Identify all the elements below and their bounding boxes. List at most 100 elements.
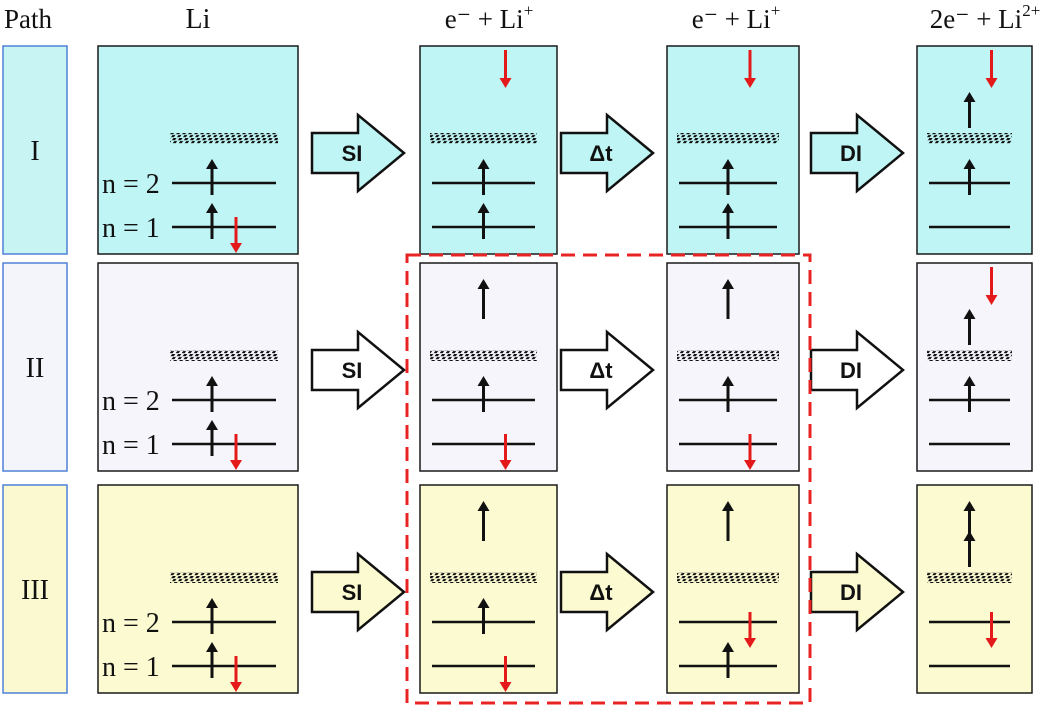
highlight-box — [405, 253, 812, 705]
transition-arrow-shape — [310, 329, 406, 411]
electron-up-arrow-n1-head — [206, 642, 218, 652]
path-label-frame — [2, 484, 68, 694]
free-electron-down-arrow-head — [744, 78, 756, 88]
continuum-band — [430, 572, 537, 583]
continuum-band — [170, 350, 278, 361]
state-box-frame — [916, 484, 1033, 694]
transition-arrow-2: Δt — [559, 112, 655, 194]
state-box-frame — [419, 45, 558, 255]
electron-down-arrow-n1 — [230, 656, 242, 692]
electron-up-arrow-n2 — [477, 376, 490, 412]
state-box-frame — [666, 45, 800, 255]
electron-down-arrow-n1-head — [230, 682, 242, 692]
electron-up-arrow-n1 — [477, 203, 490, 239]
free-electron-up-arrow — [477, 501, 490, 541]
state-box-frame — [666, 262, 800, 472]
electron-down-arrow-n2 — [744, 612, 756, 648]
electron-up-arrow-n1 — [206, 642, 218, 678]
path-label: II — [26, 353, 45, 384]
transition-label: Δt — [589, 580, 613, 605]
electron-down-arrow-n1 — [499, 656, 512, 692]
electron-up-arrow-n2-head — [477, 376, 490, 386]
free-electron-down-arrow-head — [985, 78, 998, 88]
transition-arrow-1: SI — [310, 329, 406, 411]
header-col-4-sup: 2+ — [1022, 1, 1040, 20]
electron-down-arrow-n1 — [744, 434, 756, 470]
continuum-band — [927, 572, 1012, 583]
level-label-n2: n = 2 — [102, 169, 160, 200]
continuum-band — [677, 572, 779, 583]
electron-up-arrow-n2 — [206, 376, 218, 412]
header-col-2-sup: + — [524, 1, 534, 20]
transition-arrow-shape — [310, 112, 406, 194]
free-electron-down-arrow-head — [985, 295, 998, 305]
electron-down-arrow-n2 — [985, 612, 998, 648]
state-box-col-1: n = 2n = 1 — [97, 484, 299, 694]
path-label-box: II — [2, 262, 68, 472]
header-col-3: e⁻ + Li+ — [692, 1, 781, 34]
free-electron-up-arrow-head — [963, 309, 976, 319]
state-box-col-2 — [419, 45, 558, 255]
free-electron-down-arrow — [985, 50, 998, 88]
header-col-2-base: e⁻ + Li — [445, 4, 524, 34]
transition-arrow-shape — [809, 329, 905, 411]
header-col-4-base: 2e⁻ + Li — [930, 4, 1022, 34]
electron-up-arrow-n2 — [477, 159, 490, 195]
path-label: III — [21, 575, 49, 606]
electron-down-arrow-n1 — [230, 217, 242, 253]
state-box-col-1: n = 2n = 1 — [97, 45, 299, 255]
transition-arrow-3: DI — [809, 112, 905, 194]
transition-label: DI — [840, 141, 862, 166]
transition-arrow-2: Δt — [559, 551, 655, 633]
electron-up-arrow-n2 — [963, 376, 976, 412]
electron-up-arrow-n2 — [963, 159, 976, 195]
electron-up-arrow-n2 — [722, 376, 734, 412]
electron-up-arrow-n1-head — [477, 203, 490, 213]
transition-arrow-3: DI — [809, 329, 905, 411]
electron-down-arrow-n1 — [230, 434, 242, 470]
electron-up-arrow-n2-head — [206, 376, 218, 386]
continuum-electron-up-arrow-head — [963, 531, 976, 541]
transition-label: SI — [342, 580, 363, 605]
continuum-band — [677, 133, 779, 144]
free-electron-up-arrow-head — [722, 279, 734, 289]
transition-label: DI — [840, 358, 862, 383]
free-electron-up-arrow-head — [477, 279, 490, 289]
state-box-col-3 — [666, 45, 800, 255]
continuum-band — [170, 572, 278, 583]
header-col-2: e⁻ + Li+ — [445, 1, 534, 34]
free-electron-down-arrow — [744, 50, 756, 88]
continuum-electron-up-arrow — [963, 531, 976, 567]
state-box-col-2 — [419, 484, 558, 694]
state-box-frame — [666, 484, 800, 694]
electron-down-arrow-n1-head — [230, 243, 242, 253]
state-box-col-4 — [916, 262, 1033, 472]
state-box-col-4 — [916, 484, 1033, 694]
transition-arrow-1: SI — [310, 112, 406, 194]
state-box-frame — [97, 262, 299, 472]
transition-arrow-3: DI — [809, 551, 905, 633]
header-col-4: 2e⁻ + Li2+ — [930, 1, 1041, 34]
continuum-band — [927, 350, 1012, 361]
electron-down-arrow-n1-head — [230, 460, 242, 470]
level-label-n1: n = 1 — [102, 652, 160, 683]
state-box-frame — [419, 262, 558, 472]
state-box-frame — [419, 484, 558, 694]
electron-up-arrow-n2-head — [722, 159, 734, 169]
transition-label: SI — [342, 358, 363, 383]
electron-down-arrow-n1 — [499, 434, 512, 470]
electron-down-arrow-n1-head — [744, 460, 756, 470]
electron-down-arrow-n1-head — [499, 460, 512, 470]
path-label-frame — [2, 45, 68, 255]
header-col-3-sup: + — [771, 1, 781, 20]
level-label-n2: n = 2 — [102, 386, 160, 417]
state-box-frame — [97, 45, 299, 255]
continuum-band — [430, 350, 537, 361]
free-electron-up-arrow — [477, 279, 490, 319]
transition-arrow-1: SI — [310, 551, 406, 633]
electron-up-arrow-n1 — [722, 203, 734, 239]
electron-up-arrow-n2-head — [477, 159, 490, 169]
electron-down-arrow-n2-head — [744, 638, 756, 648]
